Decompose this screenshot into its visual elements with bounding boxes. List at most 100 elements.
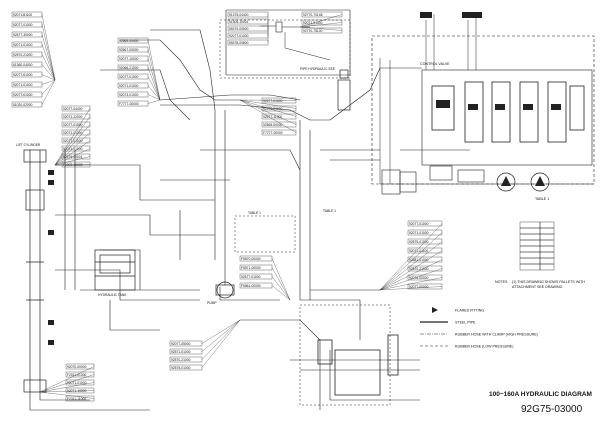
- center_stack-part-number: 92077-01000: [119, 75, 139, 79]
- hose_labels-leader: [271, 258, 291, 301]
- left_column-part-number: 92570-21000: [13, 53, 33, 57]
- center_stack-part-number: 92077-10000: [119, 57, 139, 61]
- table-cell: [519, 227, 541, 235]
- bottom_left-leader: [39, 391, 95, 399]
- center_right-leader: [239, 99, 297, 125]
- center_right-leader: [239, 99, 297, 133]
- left_column-part-number: 92071-81100: [13, 13, 32, 17]
- hose_labels-part-number: 92577-01000: [241, 275, 261, 279]
- center_right-leader: [239, 99, 297, 109]
- bottom_center-leader: [201, 319, 241, 352]
- dashed-zones: [219, 19, 391, 406]
- center_stack-part-number: 92565-04400: [119, 39, 139, 43]
- notes-heading: NOTES: [495, 280, 508, 284]
- top_box_right-part-number: 92770-70148: [303, 13, 323, 17]
- left_column-leader: [41, 54, 56, 81]
- table-1: TABLE 1: [519, 197, 555, 271]
- left_column-part-number: 92577-30000: [13, 33, 33, 37]
- hose_labels-part-number: F5570-00000: [241, 257, 261, 261]
- bottom_center-part-number: 92571-01000: [171, 350, 191, 354]
- hydraulic-pump: [215, 281, 235, 299]
- table-cell: [519, 233, 541, 241]
- right_stack-leader: [379, 277, 443, 291]
- right_stack-part-number: 92570-21000: [409, 267, 429, 271]
- right_stack-part-number: 92076-00000: [409, 276, 429, 280]
- legend-symbol-fitting: [432, 307, 438, 313]
- top_box-part-number: 55378-00800: [229, 41, 249, 45]
- left_lower-part-number: F2303-00000: [63, 163, 83, 167]
- hose_labels-leader: [271, 267, 291, 301]
- left_column-leader: [41, 64, 56, 81]
- top_box_right-leader: [299, 26, 343, 31]
- right_stack-part-number: 92071-01000: [409, 231, 429, 235]
- table-cell: [539, 221, 555, 229]
- title-block: 100~160A HYDRAULIC DIAGRAM 92G75-03000: [489, 391, 592, 415]
- bottom_center-leader: [201, 319, 241, 368]
- left_lower-part-number: 92071-01000: [63, 131, 83, 135]
- accumulator: [337, 69, 351, 111]
- top_box-part-number: 55379-00500: [229, 27, 249, 31]
- center_right-leader: [239, 99, 297, 117]
- left_column-leader: [41, 79, 56, 85]
- bottom-cylinder: [317, 334, 399, 396]
- left_column-part-number: 92077-01000: [13, 93, 33, 97]
- table-cell: [539, 251, 555, 259]
- center_stack-leader: [147, 94, 161, 101]
- hose_labels-part-number: F5571-00000: [241, 266, 261, 270]
- hose_labels-leader: [271, 285, 291, 301]
- left_lower-leader: [54, 156, 91, 166]
- center_right-part-number: 92570-21000: [263, 107, 283, 111]
- bottom_left-part-number: F2011-01000: [67, 373, 87, 377]
- cylinder-label: LIFT CYLINDER: [16, 143, 41, 147]
- center_stack-part-number: 92073-01000: [119, 93, 139, 97]
- right_stack-leader: [379, 241, 443, 291]
- bottom_left-part-number: 92070-00000: [67, 365, 87, 369]
- bottom_left-part-number: 92071-01000: [67, 381, 87, 385]
- table-cell: [519, 239, 541, 247]
- right_stack-leader: [379, 232, 443, 291]
- right_stack-part-number: 92575-01000: [409, 240, 429, 244]
- left_lower-leader: [54, 108, 91, 166]
- center_stack-part-number: F7777-00000: [119, 102, 139, 106]
- left_column-leader: [41, 74, 56, 81]
- center_right-part-number: 92577-11000: [263, 115, 282, 119]
- legend-label: FLARED FITTING: [455, 309, 484, 313]
- right_stack-leader: [379, 223, 443, 291]
- left_column-leader: [41, 44, 56, 81]
- left_column-part-number: 92071-01000: [13, 43, 33, 47]
- center_stack-part-number: 92066-21000: [119, 66, 139, 70]
- left_lower-part-number: 92071-12000: [63, 115, 83, 119]
- left_lower-leader: [54, 164, 91, 166]
- table-caption: TABLE 1: [535, 197, 549, 201]
- center_right-part-number: 92577-01000: [263, 99, 283, 103]
- left_lower-part-number: 92077-01000: [63, 139, 83, 143]
- table-note-b: TABLE 1: [323, 209, 336, 213]
- right_stack-part-number: 92071-01100: [409, 249, 428, 253]
- left_lower-leader: [54, 148, 91, 166]
- bottom_left-part-number: F2311-11000: [67, 397, 86, 401]
- bottom_left-leader: [39, 366, 95, 393]
- table-cell: [539, 227, 555, 235]
- center_right-leader: [239, 99, 297, 101]
- right_stack-leader: [379, 286, 443, 291]
- legend-label: STEEL PIPE: [455, 321, 476, 325]
- left_column-leader: [41, 34, 56, 81]
- diagram-title: 100~160A HYDRAULIC DIAGRAM: [489, 391, 592, 398]
- left_column-leader: [41, 79, 56, 95]
- right_stack-leader: [379, 268, 443, 291]
- lift-cylinder: [23, 149, 47, 393]
- left_lower-leader: [54, 140, 91, 166]
- control-valve-bank: CONTROL VALVE: [371, 12, 595, 195]
- top_box_right-leader: [299, 22, 343, 28]
- table-cell: [519, 221, 541, 229]
- table-note-a: TABLE 1: [248, 211, 261, 215]
- right_stack-part-number: 92077-00000: [409, 285, 429, 289]
- right_stack-part-number: 92581-01000: [409, 258, 429, 262]
- hose_labels-part-number: F5561-00000: [241, 284, 261, 288]
- left_column-leader: [41, 14, 56, 81]
- center_stack-leader: [147, 49, 161, 101]
- top_box-part-number: 91305-10001: [229, 20, 249, 24]
- left_lower-part-number: 92579-00001: [63, 155, 83, 159]
- left_column-part-number: 92071-01000: [13, 83, 33, 87]
